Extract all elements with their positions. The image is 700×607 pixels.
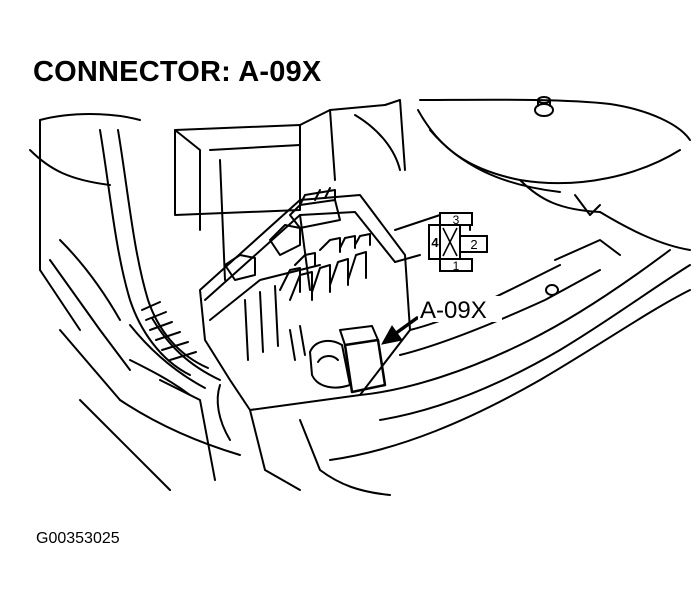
page-title: CONNECTOR: A-09X xyxy=(33,56,322,88)
pin-number-2: 2 xyxy=(470,237,477,252)
connector-callout-label: A-09X xyxy=(420,297,487,324)
pin-number-1: 1 xyxy=(453,259,460,273)
engine-bay-illustration: 3 4 2 1 A-09X xyxy=(29,96,691,496)
engine-cover-outline xyxy=(419,98,691,141)
fuse-box-outline xyxy=(199,194,411,411)
figure-id: G00353025 xyxy=(36,530,120,547)
relay-block-upper xyxy=(224,187,341,281)
connector-face-symbol xyxy=(428,212,488,272)
wiring-harness-left xyxy=(99,129,191,376)
bolt-icon xyxy=(534,96,554,117)
pin-number-4: 4 xyxy=(431,235,439,250)
pin-number-3: 3 xyxy=(453,213,460,227)
fuse-row xyxy=(279,233,371,301)
arrow-icon xyxy=(381,316,419,345)
connector-a09x-body xyxy=(309,325,387,394)
